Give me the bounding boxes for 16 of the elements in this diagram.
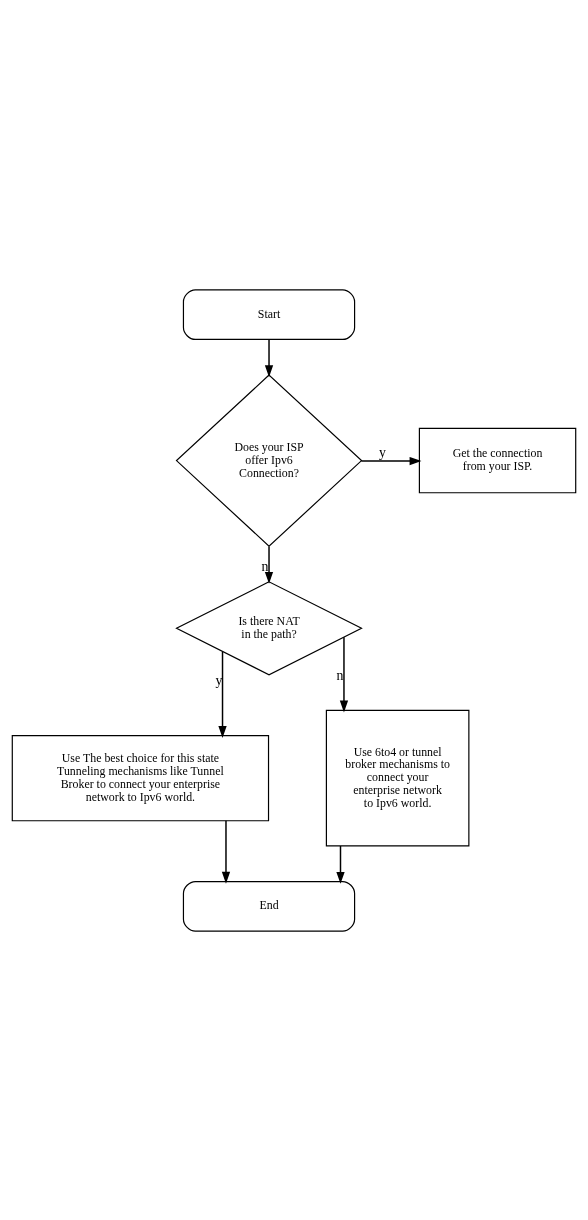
node-box: Use The best choice for this state Tunneling mechanisms like Tunnel Broker to connect your enterprise network to Ipv6 world. bbox=[11, 734, 270, 821]
edge-label: y bbox=[378, 444, 386, 460]
arrow bbox=[218, 650, 227, 738]
node-diamond: Does your ISP offer Ipv6 Connection? bbox=[175, 373, 363, 547]
node-box: Use 6to4 or tunnel broker mechanisms to connect your enterprise network to Ipv6 world. bbox=[325, 709, 470, 847]
arrow bbox=[264, 338, 274, 377]
arrow bbox=[339, 636, 349, 712]
node-box: Start bbox=[182, 288, 356, 340]
arrow bbox=[360, 456, 422, 465]
edge-label: n bbox=[261, 558, 269, 574]
node-box: End bbox=[182, 880, 356, 932]
node-box: Get the connection from your ISP. bbox=[418, 427, 577, 493]
arrow bbox=[221, 819, 231, 884]
arrow bbox=[264, 545, 274, 584]
arrow bbox=[336, 844, 345, 884]
edge-label: y bbox=[215, 672, 223, 688]
